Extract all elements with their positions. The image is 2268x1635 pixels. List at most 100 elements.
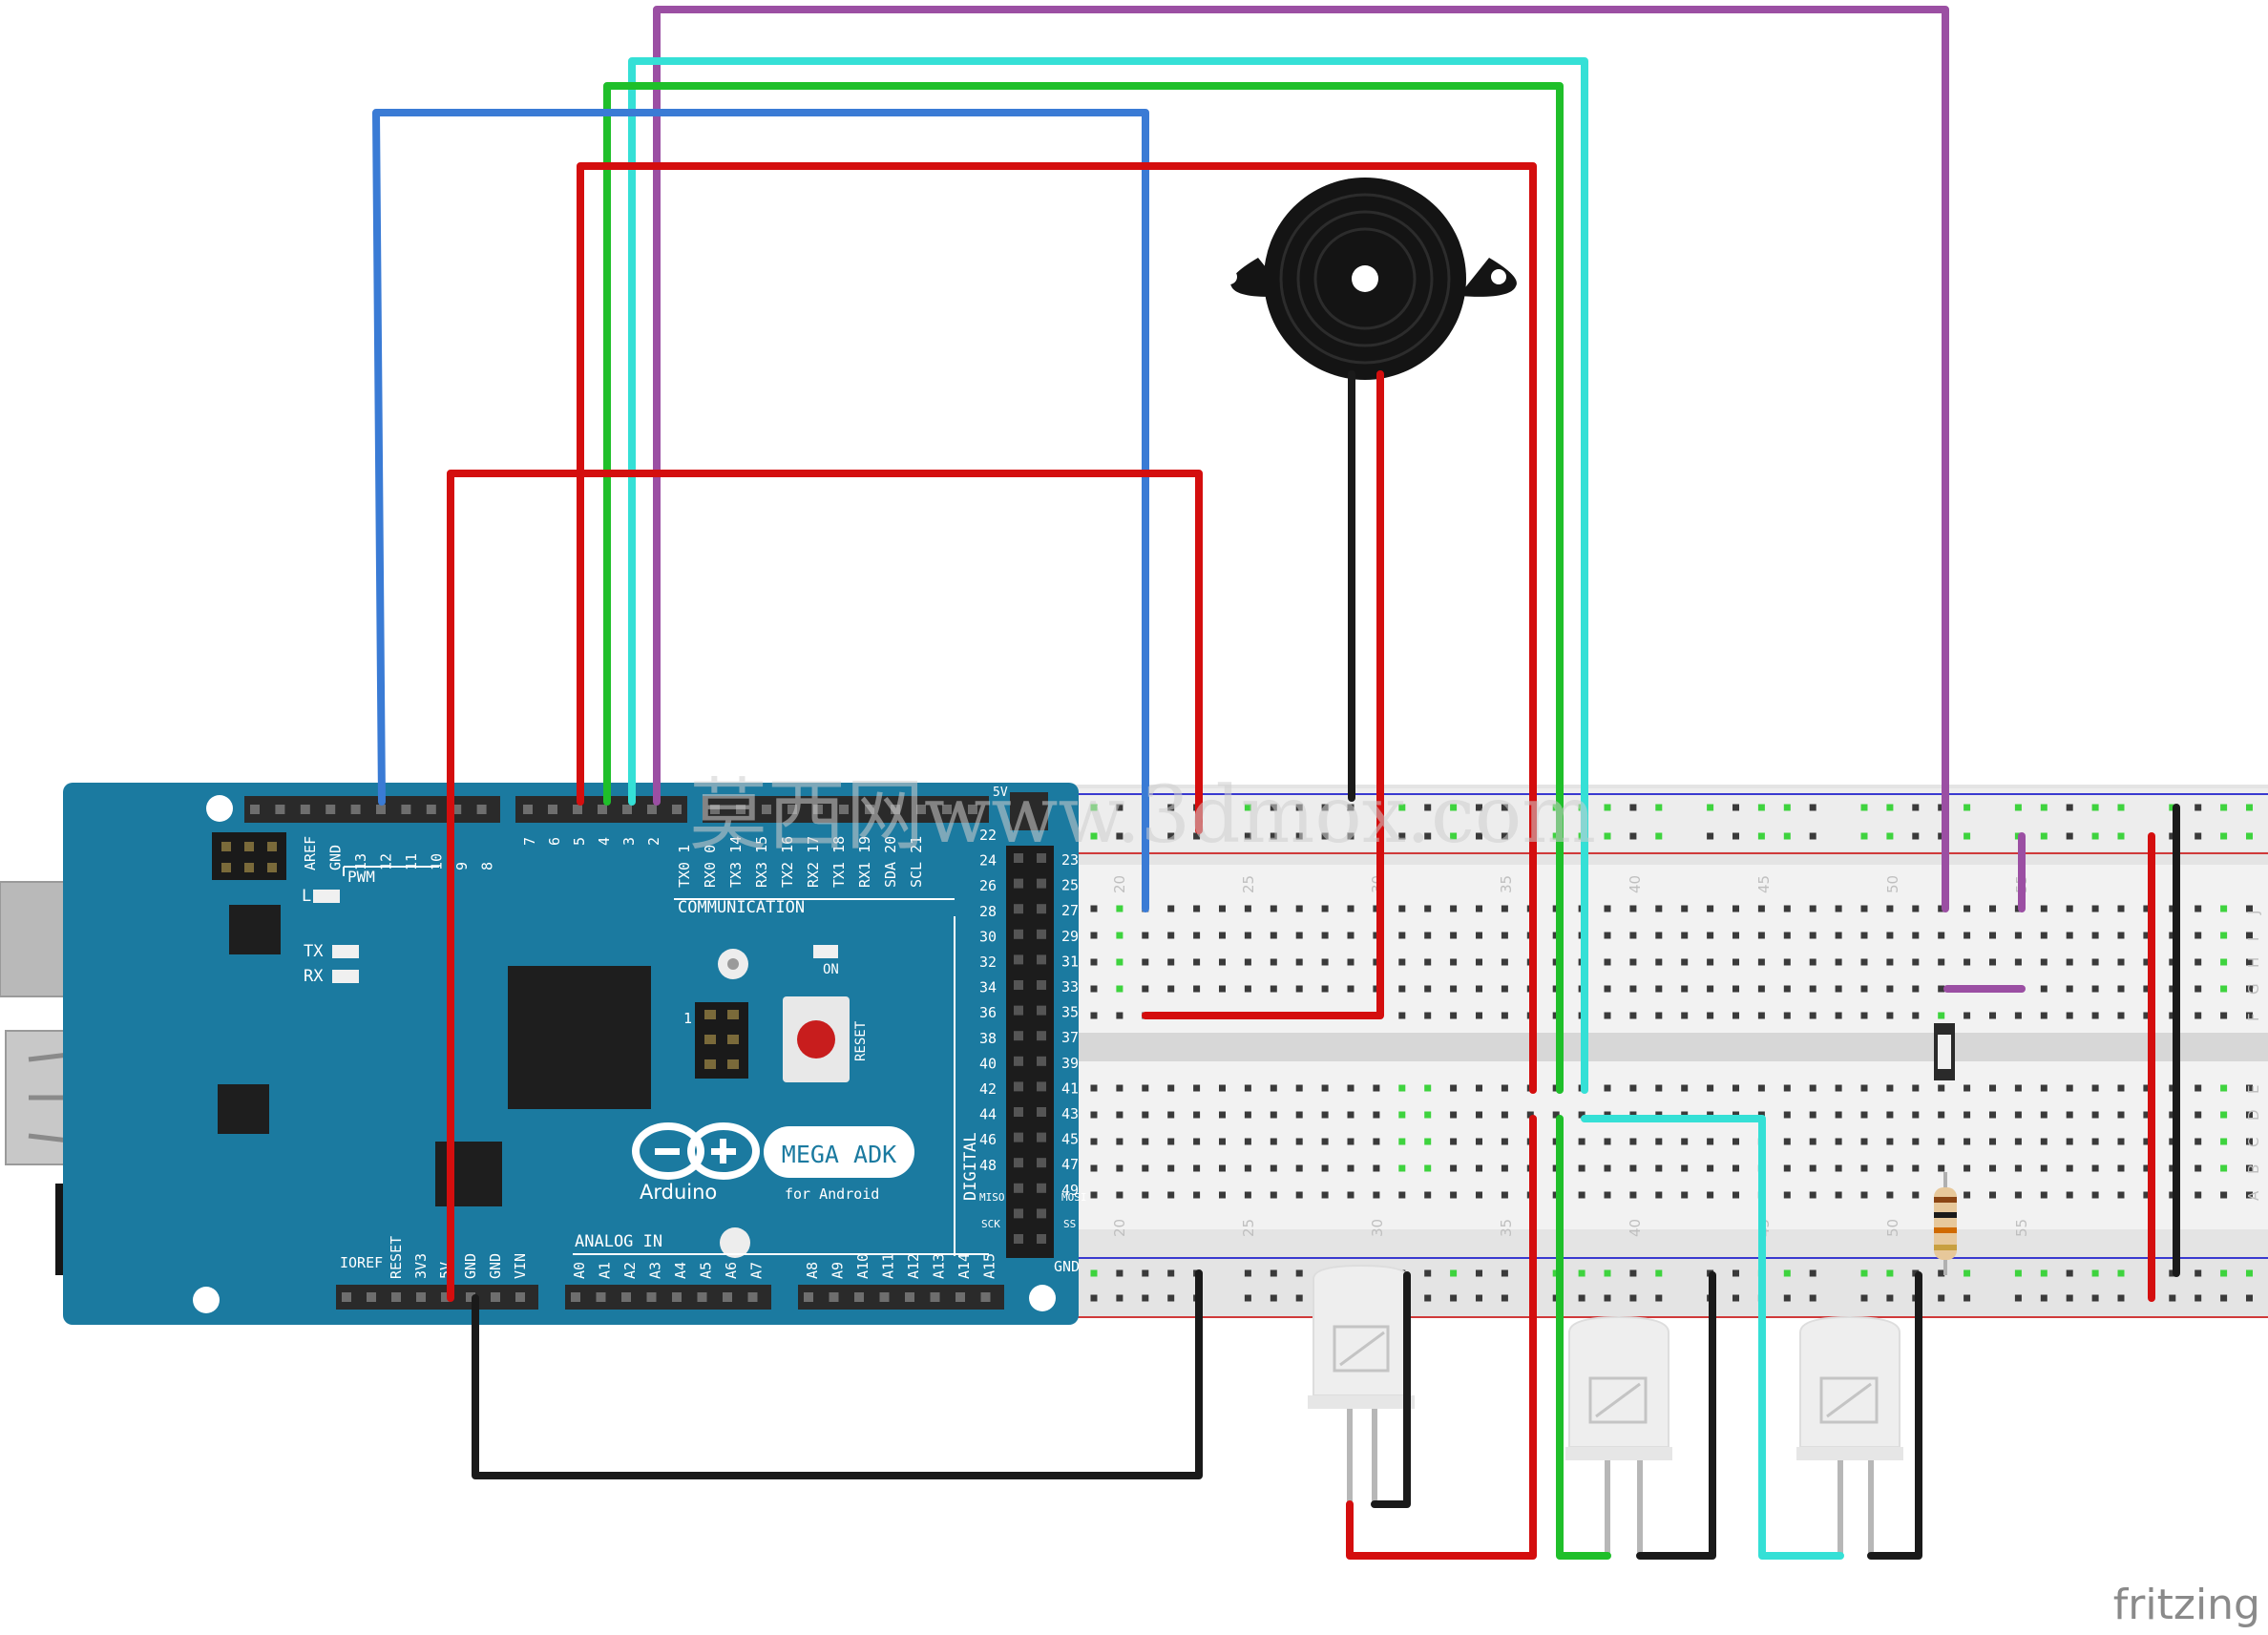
power-pin-label: GND [487, 1253, 504, 1279]
breadboard-hole [1757, 958, 1765, 966]
header-pin [854, 1292, 864, 1302]
pwm-pin-label: 2 [645, 837, 662, 846]
breadboard-hole [1860, 1269, 1868, 1277]
breadboard-hole [1167, 958, 1175, 966]
breadboard-hole [2220, 1294, 2228, 1302]
breadboard-hole [1501, 1294, 1508, 1302]
breadboard-hole [1295, 804, 1303, 811]
breadboard-hole [1476, 958, 1482, 966]
digital-pin-label: 41 [1061, 1080, 1079, 1097]
breadboard-hole [1270, 1138, 1277, 1145]
breadboard-hole [1809, 1111, 1816, 1119]
breadboard-hole [2091, 832, 2099, 840]
comm-pin-label: RX1 19 [856, 836, 873, 888]
header-pin [571, 1292, 580, 1302]
breadboard-hole [1938, 1269, 1945, 1277]
wire-purple [653, 6, 1949, 912]
reset-button[interactable] [783, 996, 850, 1082]
breadboard-hole [1373, 1111, 1380, 1119]
header-pin [367, 1292, 376, 1302]
breadboard-hole [1090, 1164, 1098, 1172]
breadboard-hole [1707, 905, 1714, 912]
breadboard-hole [1270, 905, 1277, 912]
wire-cyan [628, 57, 1588, 1094]
led-tx [332, 945, 359, 958]
breadboard-hole [1116, 1191, 1124, 1199]
breadboard-hole [1886, 1269, 1894, 1277]
breadboard-hole [2194, 1191, 2202, 1199]
top-power-rail [1064, 788, 2268, 851]
breadboard-hole [1809, 804, 1816, 811]
digital-pin-label: 27 [1061, 902, 1079, 919]
piezo-buzzer [1222, 178, 1517, 380]
breadboard-hole [2220, 905, 2228, 912]
breadboard-hole [1835, 985, 1842, 993]
breadboard-hole [1398, 932, 1406, 939]
breadboard-hole [2040, 1164, 2048, 1172]
header-pin [1014, 954, 1023, 965]
breadboard-hole [1655, 1084, 1663, 1092]
breadboard-hole [1476, 1191, 1482, 1199]
breadboard-hole [1398, 1164, 1406, 1172]
breadboard-hole [1604, 804, 1611, 811]
power-pin-label: VIN [512, 1253, 529, 1279]
header-pin [621, 1292, 631, 1302]
pwm-pin-label: 7 [521, 837, 538, 846]
breadboard-hole [1886, 958, 1894, 966]
header-pin [416, 1292, 426, 1302]
breadboard-hole [1373, 1164, 1380, 1172]
breadboard-hole [1424, 905, 1432, 912]
breadboard-hole [1629, 1084, 1637, 1092]
breadboard-hole [1964, 1111, 1971, 1119]
breadboard-hole [1681, 958, 1689, 966]
breadboard-hole [1090, 832, 1098, 840]
digital-pin-label: 49 [1061, 1182, 1079, 1199]
header-pin [1037, 954, 1046, 965]
breadboard-hole [1167, 1269, 1175, 1277]
breadboard-hole [1398, 832, 1406, 840]
header-pin [1014, 1158, 1023, 1168]
breadboard-hole [1244, 832, 1251, 840]
led-1 [1308, 1264, 1415, 1508]
pwm-pin-label: 6 [546, 837, 563, 846]
breadboard-hole [2014, 1084, 2022, 1092]
breadboard-hole [1964, 905, 1971, 912]
breadboard-hole [1167, 1084, 1175, 1092]
breadboard-hole [1347, 1084, 1354, 1092]
digital-pin-label: 45 [1061, 1131, 1079, 1148]
breadboard-hole [1116, 832, 1124, 840]
breadboard-hole [1450, 1084, 1458, 1092]
breadboard-hole [1244, 1191, 1251, 1199]
breadboard-hole [1090, 1111, 1098, 1119]
breadboard-hole [1270, 1084, 1277, 1092]
header-pin [1014, 929, 1023, 939]
row-letter: C [2245, 1138, 2262, 1147]
breadboard-hole [1116, 1111, 1124, 1119]
gnd-label: GND [1054, 1258, 1080, 1275]
breadboard-hole [1167, 1191, 1175, 1199]
breadboard-hole [1270, 1111, 1277, 1119]
header-pin [1037, 1107, 1046, 1117]
breadboard-hole [2040, 1269, 2048, 1277]
breadboard-hole [2091, 1269, 2099, 1277]
breadboard-hole [1809, 1294, 1816, 1302]
breadboard-hole [1270, 804, 1277, 811]
breadboard-hole [2143, 1111, 2151, 1119]
breadboard-hole [1655, 1294, 1663, 1302]
breadboard-hole [1989, 1164, 1996, 1172]
breadboard-hole [1450, 1012, 1458, 1019]
breadboard-hole [2220, 804, 2228, 811]
wire-black-gnd [472, 1269, 1203, 1479]
breadboard-hole [1732, 1191, 1739, 1199]
breadboard-hole [1090, 1191, 1098, 1199]
comm-pin-label: RX0 0 [702, 845, 719, 888]
header-pin [376, 805, 386, 814]
row-letter: D [2245, 1109, 2262, 1121]
breadboard-hole [1424, 1269, 1432, 1277]
breadboard-hole [2220, 932, 2228, 939]
breadboard-hole [1244, 804, 1251, 811]
breadboard-hole [1629, 1191, 1637, 1199]
breadboard-hole [1732, 1294, 1739, 1302]
row-letter: G [2245, 983, 2262, 995]
breadboard-hole [1912, 1084, 1920, 1092]
